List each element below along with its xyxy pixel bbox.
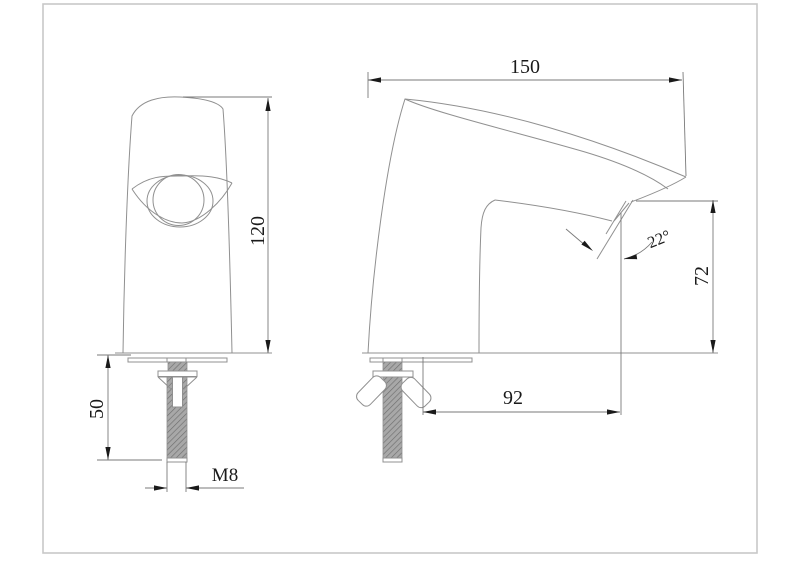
arrowhead-bottom xyxy=(710,340,716,353)
arrowhead-right xyxy=(607,409,620,415)
dimension-overall-height: 120 xyxy=(183,96,272,353)
front-base-plate xyxy=(127,357,228,363)
dim-outlet-height-label: 72 xyxy=(691,266,713,286)
extension-line xyxy=(682,71,687,177)
side-outlet-face xyxy=(596,199,634,260)
arrowhead-right xyxy=(186,485,199,491)
front-spout-ball xyxy=(152,174,205,226)
front-spout-inner-ring xyxy=(146,174,214,228)
sheet-frame xyxy=(42,3,758,554)
faucet-side-view xyxy=(356,98,718,463)
dimension-spout-reach: 150 xyxy=(367,56,687,177)
dim-overall-height-label: 120 xyxy=(247,216,269,246)
dim-spout-reach-label: 150 xyxy=(510,56,540,78)
dimension-outlet-angle: 22° xyxy=(623,226,674,260)
front-spout-lower-lid xyxy=(131,182,233,224)
faucet-front-view xyxy=(115,96,272,463)
arrowhead-right xyxy=(669,77,682,83)
arrowhead-leader xyxy=(581,240,593,251)
arrowhead-top xyxy=(105,355,111,368)
dimension-outlet-horizontal: 92 xyxy=(422,213,622,415)
dim-outlet-angle-label: 22° xyxy=(645,226,674,252)
side-thread-rod xyxy=(382,376,403,459)
front-spout-upper-lid xyxy=(131,175,233,190)
wing-nut-left-wing xyxy=(356,375,387,407)
dimension-outlet-height: 72 xyxy=(636,200,718,353)
side-base-plate xyxy=(369,357,473,363)
dim-thread-length-label: 50 xyxy=(86,399,108,419)
front-thread-collar xyxy=(167,361,188,372)
arrowhead-bottom xyxy=(105,447,111,460)
dimension-thread-size: M8 xyxy=(145,462,244,492)
side-underside-line xyxy=(494,199,613,222)
front-wing-nut-cone xyxy=(157,376,198,390)
front-washer xyxy=(157,370,198,377)
side-nose-underside xyxy=(630,176,687,203)
side-rod-tip xyxy=(382,457,403,463)
side-thread-collar xyxy=(382,361,403,372)
arrowhead-arc xyxy=(624,254,638,260)
side-outlet-detail xyxy=(613,202,630,222)
arrowhead-top xyxy=(710,200,716,213)
dim-thread-size-label: M8 xyxy=(212,465,238,486)
side-back-and-top-edge xyxy=(367,98,687,354)
arrowhead-left xyxy=(423,409,436,415)
front-rod-tip xyxy=(166,457,188,463)
arrowhead-left xyxy=(154,485,167,491)
front-rod-slot xyxy=(172,376,183,408)
side-front-edge xyxy=(478,199,496,354)
side-spout-inner-curve xyxy=(404,98,669,190)
front-body-outline xyxy=(122,96,233,354)
arrowhead-top xyxy=(265,98,271,111)
arrowhead-bottom xyxy=(265,340,271,353)
side-outlet-face-inner xyxy=(605,200,627,235)
flow-direction-leader xyxy=(565,228,593,251)
arrowhead-left xyxy=(368,77,381,83)
dimension-thread-length: 50 xyxy=(86,354,162,461)
wing-nut-right-wing xyxy=(400,376,432,409)
dim-outlet-horizontal-label: 92 xyxy=(503,387,523,409)
